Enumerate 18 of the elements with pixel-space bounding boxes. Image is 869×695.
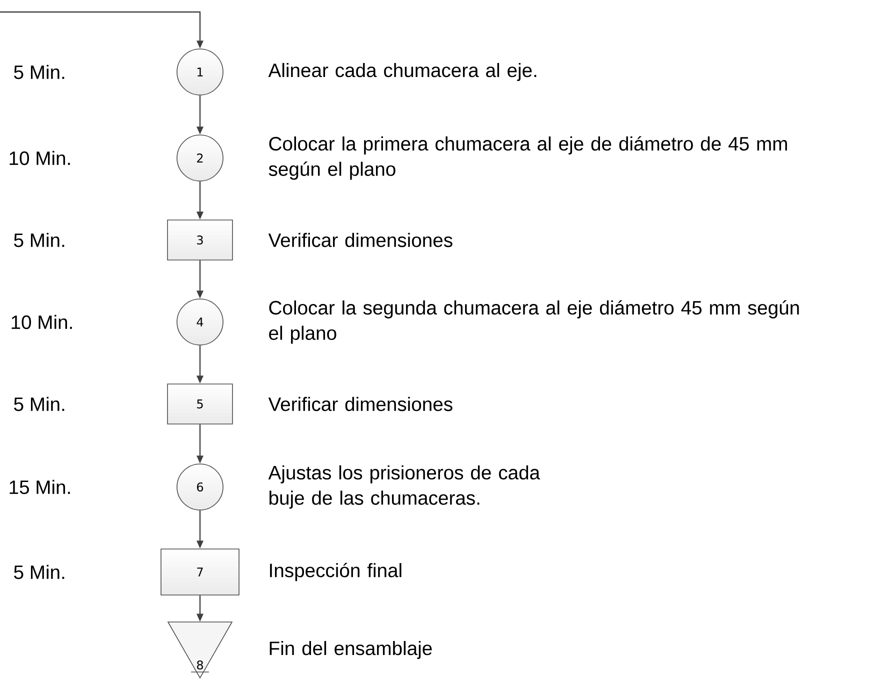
inspection-box: 3 (167, 220, 233, 260)
time-label: 5 Min. (14, 564, 64, 580)
time-label: 10 Min. (10, 150, 70, 166)
description-text: Verificar dimensiones (268, 396, 452, 412)
description-text: Alinear cada chumacera al eje. (268, 62, 536, 81)
description-text: Colocar la primera chumacera al eje de diámetro de 45 mm según el plano (268, 136, 787, 180)
description-text: Verificar dimensiones (268, 232, 452, 248)
time-label: 15 Min. (10, 480, 70, 494)
description-text: Inspección final (270, 562, 402, 582)
time-label: 10 Min. (12, 314, 72, 330)
time-label: 5 Min. (14, 64, 64, 80)
inspection-box: 7 (160, 548, 240, 596)
time-label: 5 Min. (14, 396, 64, 412)
description-text: Colocar la segunda chumacera al eje diámetro 45 mm según el plano (269, 300, 799, 344)
description-text: Ajustas los prisioneros de cada buje de las chumaceras. (268, 465, 540, 509)
inspection-box: 5 (167, 384, 233, 424)
time-label: 5 Min. (14, 232, 64, 248)
description-text: Fin del ensamblaje (270, 640, 432, 659)
